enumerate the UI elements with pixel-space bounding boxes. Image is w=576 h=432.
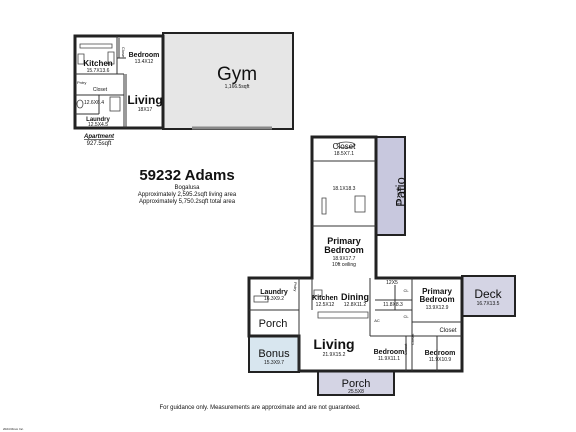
main-interior-walls <box>249 160 462 371</box>
bedroom-a-label: Bedroom <box>374 349 405 356</box>
primary-bedroom-top-dim: 18.9X17.7 <box>333 256 356 262</box>
deck-label: Deck <box>474 287 502 301</box>
apt-living-dim: 18X17 <box>138 107 153 113</box>
apartment-area: 927.5sqft <box>87 141 112 147</box>
apt-living-label: Living <box>127 93 162 107</box>
closet-right-label: Closet <box>439 328 456 334</box>
deck-dim: 16.7X13.5 <box>477 301 500 307</box>
kitchen-dim: 12.5X12 <box>316 302 335 308</box>
apt-laundry-label: Laundry <box>86 117 110 123</box>
primary-bedroom-right-dim: 13.9X12.9 <box>426 305 449 311</box>
living-label: Living <box>313 336 354 352</box>
closet-v2-label: Closet <box>403 343 408 355</box>
patio-label: Patio <box>393 177 408 207</box>
apartment-building <box>73 32 294 130</box>
kitchen-label: Kitchen <box>312 295 338 302</box>
primary-bedroom-right-label-1: Primary <box>422 287 452 296</box>
kitchen-fixtures <box>77 43 115 65</box>
apt-closet-label: Closet <box>93 87 108 93</box>
apt-bedroom-label: Bedroom <box>129 52 160 59</box>
total-area-text: Approximately 5,750.2sqft total area <box>139 199 236 205</box>
bath-small-dim: 11.8X8.3 <box>383 302 403 308</box>
porch-bottom-label: Porch <box>342 378 371 390</box>
footer-credit: 2024 Rinvo Inc. <box>3 427 24 431</box>
main-fixtures <box>313 197 369 319</box>
cl1-label: CL <box>403 288 409 293</box>
primary-bedroom-top-label-2: Bedroom <box>324 245 364 255</box>
porch-bottom-dim: 25.5X8 <box>348 389 364 395</box>
living-dim: 21.9X15.2 <box>323 352 346 358</box>
laundry-machine <box>253 295 269 303</box>
primary-bedroom-top-label-1: Primary <box>327 236 361 246</box>
cl2-label: CL <box>403 314 409 319</box>
apartment-label: Apartment <box>83 134 115 140</box>
pantry-label: Pntry <box>293 282 298 291</box>
porch-left-label: Porch <box>259 318 288 330</box>
living-area-text: Approximately 2,595.2sqft living area <box>138 192 237 198</box>
apt-pantry-label: Pntry <box>77 80 86 85</box>
disclaimer: For guidance only. Measurements are appr… <box>159 405 360 411</box>
laundry-label: Laundry <box>260 289 288 296</box>
apartment-interior-walls <box>75 36 127 128</box>
main-bath-dim: 18.1X18.3 <box>333 186 356 192</box>
property-title: 59232 Adams <box>139 167 234 184</box>
apt-bedroom-dim: 13.4X12 <box>135 59 154 65</box>
bedroom-b-dim: 11.9X10.9 <box>429 357 452 363</box>
wc-dim: 12X5 <box>386 280 398 286</box>
closet-v1-label: Closet <box>410 333 415 345</box>
apt-bath-dim: 12.6X6.4 <box>84 100 104 106</box>
apartment-outline <box>73 34 165 130</box>
main-closet-dim: 18.5X7.1 <box>334 151 354 157</box>
property-city: Bogalusa <box>174 185 200 191</box>
dining-label: Dining <box>341 292 369 302</box>
patio-dim: 31.7X10 <box>397 186 403 205</box>
patio-area <box>375 136 406 236</box>
gym-area <box>162 32 294 130</box>
toilet-icon <box>76 99 84 109</box>
bath-tub-oval <box>336 141 356 149</box>
gym-dim: 1,166.5sqft <box>225 84 250 90</box>
main-closet-label: Closet <box>333 142 356 151</box>
dining-dim: 12.8X11.2 <box>344 302 367 308</box>
laundry-dim: 16.3X9.2 <box>264 296 284 302</box>
bonus-label: Bonus <box>258 348 290 360</box>
apt-kitchen-label: Kitchen <box>83 59 112 68</box>
bedroom-b-label: Bedroom <box>425 350 456 357</box>
primary-bedroom-top-note: 10ft ceiling <box>332 262 356 268</box>
ac-label: AC <box>374 318 380 323</box>
gym-label: Gym <box>217 64 257 85</box>
main-house-outline <box>247 135 464 373</box>
shower <box>354 195 366 213</box>
bedroom-a-dim: 11.9X11.1 <box>378 356 400 362</box>
apt-closet-small-label: Closet <box>121 47 126 59</box>
main-house <box>247 135 516 396</box>
bath-tub <box>109 96 121 112</box>
bonus-dim: 15.3X9.7 <box>264 360 284 366</box>
apt-laundry-dim: 12.5X4.5 <box>88 122 108 128</box>
apt-kitchen-dim: 15.7X13.6 <box>87 68 110 74</box>
primary-bedroom-right-label-2: Bedroom <box>419 295 454 304</box>
